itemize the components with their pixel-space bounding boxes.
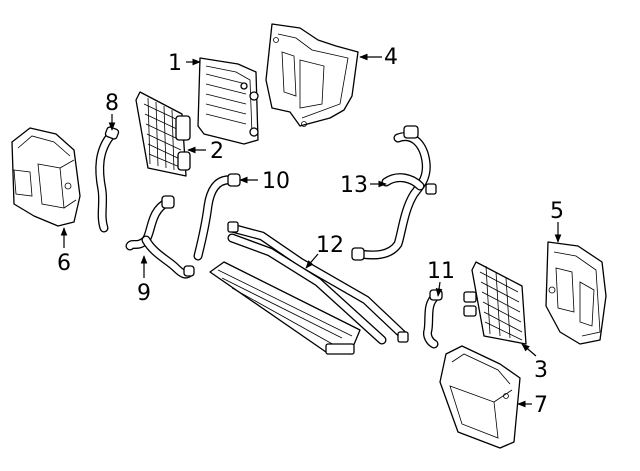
part-3-radiator <box>463 261 527 345</box>
part-8-hose <box>95 126 120 233</box>
part-7-air-duct <box>439 345 521 449</box>
oil-cooler <box>209 261 361 355</box>
part-10-hose <box>193 173 241 261</box>
part-4-air-duct <box>265 23 359 127</box>
callout-7: 7 <box>534 393 548 418</box>
callout-11: 11 <box>427 259 455 284</box>
callout-13: 13 <box>340 173 368 198</box>
part-11-hose <box>423 289 443 349</box>
callout-12: 12 <box>316 233 344 258</box>
callout-9: 9 <box>137 281 151 306</box>
callout-8: 8 <box>105 91 119 116</box>
callout-2: 2 <box>210 139 224 164</box>
part-13-hose <box>351 125 437 261</box>
part-9-hose <box>125 195 195 279</box>
part-12-pipe-assembly <box>227 221 409 345</box>
callout-1: 1 <box>168 51 182 76</box>
part-1-auxiliary-radiator <box>197 57 259 145</box>
callout-3: 3 <box>534 358 548 383</box>
leader-3 <box>521 343 537 357</box>
callout-10: 10 <box>262 169 290 194</box>
part-2-auxiliary-radiator <box>135 91 191 177</box>
leader-11 <box>435 281 443 297</box>
leader-12 <box>305 253 319 269</box>
callout-labels: 1 2 3 4 5 6 7 8 9 10 11 12 13 <box>57 45 564 418</box>
callout-6: 6 <box>57 251 71 276</box>
part-5-air-duct <box>545 241 607 345</box>
part-6-air-duct <box>11 127 81 227</box>
leader-lines <box>60 53 562 408</box>
callout-5: 5 <box>550 199 564 224</box>
callout-4: 4 <box>384 45 398 70</box>
